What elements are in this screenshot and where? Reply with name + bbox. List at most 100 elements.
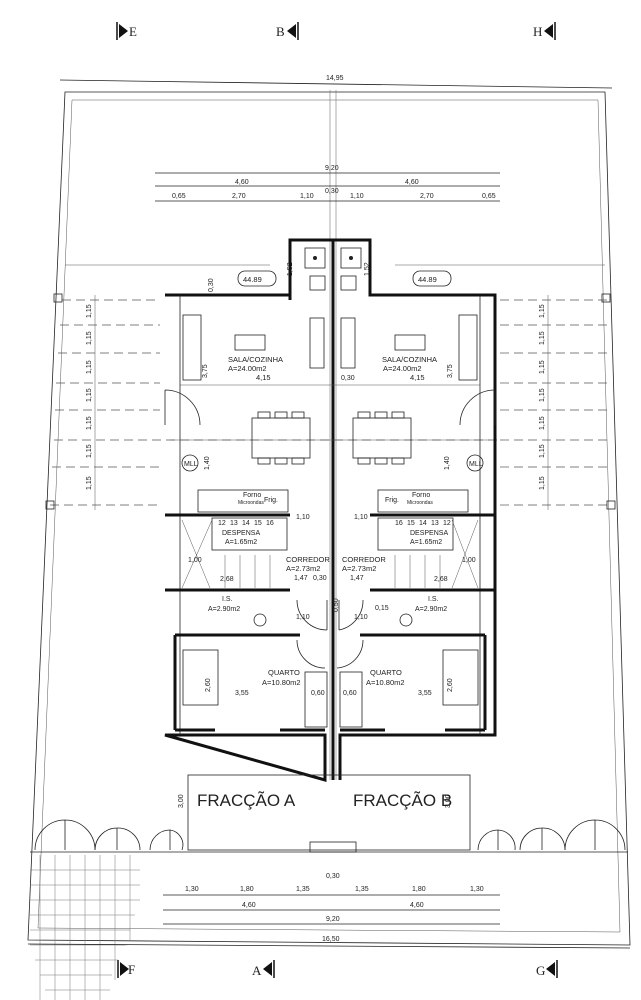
section-mark-b: B — [276, 22, 299, 40]
kitchen-counter — [197, 489, 289, 513]
svg-text:A=2.90m2: A=2.90m2 — [208, 606, 240, 613]
svg-text:9,20: 9,20 — [325, 165, 339, 172]
svg-text:0,15: 0,15 — [375, 605, 389, 612]
svg-text:I.S.: I.S. — [428, 596, 439, 603]
tv-icon — [234, 334, 266, 351]
top-wc-fixtures — [304, 247, 362, 291]
fractions-area: FRACÇÃO A FRACÇÃO B 3,00 3,00 — [178, 774, 471, 853]
svg-text:1,52: 1,52 — [364, 262, 371, 276]
svg-text:MLL: MLL — [184, 461, 198, 468]
svg-text:1,10: 1,10 — [296, 514, 310, 521]
svg-text:B: B — [276, 24, 285, 39]
svg-text:QUARTO: QUARTO — [268, 668, 300, 677]
svg-text:1,30: 1,30 — [185, 886, 199, 893]
svg-text:1,15: 1,15 — [539, 331, 546, 345]
svg-text:9,20: 9,20 — [326, 916, 340, 923]
svg-text:CORREDOR: CORREDOR — [342, 555, 386, 564]
svg-text:1,30: 1,30 — [470, 886, 484, 893]
svg-text:A=24.00m2: A=24.00m2 — [228, 364, 267, 373]
svg-text:H: H — [533, 24, 542, 39]
section-mark-h: H — [533, 22, 556, 40]
washing-machine-icon — [181, 454, 199, 472]
svg-text:14,95: 14,95 — [326, 75, 344, 82]
closet — [304, 671, 328, 728]
svg-text:1,15: 1,15 — [539, 304, 546, 318]
svg-text:12: 12 — [218, 520, 226, 527]
svg-text:4,60: 4,60 — [242, 902, 256, 909]
svg-text:3,00: 3,00 — [445, 794, 452, 808]
dim-overall-top: 14,95 — [59, 75, 613, 89]
svg-text:1,00: 1,00 — [188, 557, 202, 564]
svg-text:1,15: 1,15 — [86, 304, 93, 318]
svg-text:A=24.00m2: A=24.00m2 — [383, 364, 422, 373]
svg-text:SALA/COZINHA: SALA/COZINHA — [382, 355, 437, 364]
svg-text:DESPENSA: DESPENSA — [410, 530, 448, 537]
svg-text:A=10.80m2: A=10.80m2 — [366, 678, 405, 687]
svg-text:0,30: 0,30 — [341, 375, 355, 382]
svg-text:1,35: 1,35 — [355, 886, 369, 893]
svg-text:Microondas: Microondas — [238, 500, 264, 506]
svg-text:3,00: 3,00 — [178, 794, 185, 808]
svg-text:A=1.65m2: A=1.65m2 — [410, 539, 442, 546]
svg-text:4,15: 4,15 — [410, 373, 425, 382]
svg-text:F: F — [128, 962, 135, 977]
svg-text:1,40: 1,40 — [204, 456, 211, 470]
svg-text:1,15: 1,15 — [86, 476, 93, 490]
svg-text:A=2.73m2: A=2.73m2 — [342, 564, 376, 573]
stair-icon — [394, 519, 479, 589]
svg-text:3,55: 3,55 — [418, 690, 432, 697]
svg-text:3,75: 3,75 — [202, 364, 209, 378]
svg-text:4,60: 4,60 — [405, 179, 419, 186]
svg-text:1,15: 1,15 — [86, 360, 93, 374]
dims-bottom: 0,30 1,30 1,80 1,35 1,35 1,80 1,30 4,60 … — [27, 873, 631, 949]
lot-boundary — [27, 91, 631, 946]
svg-text:12: 12 — [443, 520, 451, 527]
svg-text:0,60: 0,60 — [343, 690, 357, 697]
wardrobe-icon — [340, 317, 356, 369]
svg-text:0,65: 0,65 — [482, 193, 496, 200]
dining-table-icon — [352, 411, 412, 465]
svg-text:A=1.65m2: A=1.65m2 — [225, 539, 257, 546]
paving-hatch — [30, 855, 140, 1000]
svg-text:16,50: 16,50 — [322, 936, 340, 943]
svg-text:1,15: 1,15 — [539, 360, 546, 374]
svg-text:13: 13 — [431, 520, 439, 527]
svg-text:1,15: 1,15 — [539, 416, 546, 430]
dining-table-icon — [251, 411, 311, 465]
fraction-a-label: FRACÇÃO A — [197, 791, 296, 810]
svg-text:QUARTO: QUARTO — [370, 668, 402, 677]
svg-text:Forno: Forno — [412, 492, 430, 499]
svg-text:2,70: 2,70 — [232, 193, 246, 200]
kitchen-counter — [377, 489, 469, 513]
svg-text:3,55: 3,55 — [235, 690, 249, 697]
svg-text:I.S.: I.S. — [222, 596, 233, 603]
section-markers: E B H F A G — [116, 22, 558, 978]
svg-text:1,00: 1,00 — [462, 557, 476, 564]
svg-text:44.89: 44.89 — [243, 275, 262, 284]
svg-text:16: 16 — [395, 520, 403, 527]
svg-text:4,15: 4,15 — [256, 373, 271, 382]
svg-text:Frig.: Frig. — [385, 497, 399, 504]
svg-text:1,15: 1,15 — [539, 476, 546, 490]
svg-text:0,30: 0,30 — [313, 575, 327, 582]
svg-text:0,50: 0,50 — [333, 598, 340, 612]
svg-text:0,30: 0,30 — [326, 873, 340, 880]
svg-text:16: 16 — [266, 520, 274, 527]
svg-text:A: A — [252, 963, 262, 978]
svg-text:15: 15 — [407, 520, 415, 527]
svg-text:3,75: 3,75 — [447, 364, 454, 378]
svg-text:1,47: 1,47 — [294, 575, 308, 582]
sink-icon — [399, 613, 413, 627]
svg-text:1,47: 1,47 — [350, 575, 364, 582]
pantry — [377, 517, 454, 551]
unit-b: SALA/COZINHA A=24.00m2 4,15 3,75 0,30 ML… — [313, 314, 484, 728]
svg-text:14: 14 — [419, 520, 427, 527]
svg-text:1,10: 1,10 — [296, 614, 310, 621]
svg-text:2,68: 2,68 — [220, 576, 234, 583]
svg-text:2,68: 2,68 — [434, 576, 448, 583]
pantry — [211, 517, 288, 551]
svg-text:1,15: 1,15 — [86, 444, 93, 458]
wardrobe-icon — [309, 317, 325, 369]
svg-text:1,10: 1,10 — [350, 193, 364, 200]
